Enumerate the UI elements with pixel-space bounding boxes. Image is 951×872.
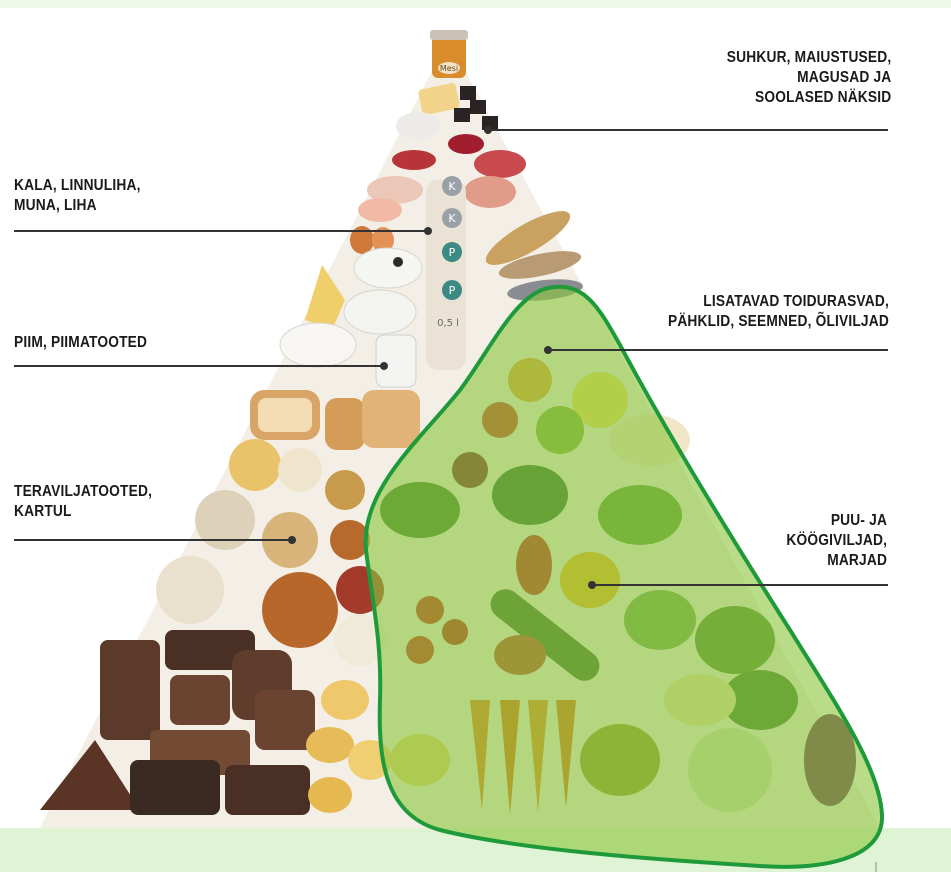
dairy-tier	[279, 247, 423, 388]
bottle-cap-3: P	[449, 246, 456, 259]
top-strip	[0, 0, 951, 8]
honey-jar-icon: Mesi	[430, 30, 468, 78]
bottle-cap-4: P	[449, 284, 456, 297]
protein-tier: K K P P 0,5 l	[350, 150, 583, 370]
leader-lines	[14, 129, 888, 586]
sweets-tier: Mesi	[396, 30, 498, 154]
label-sweets: SUHKUR, MAIUSTUSED, MAGUSAD JA SOOLASED …	[726, 49, 891, 106]
bottle-cap-2: K	[448, 212, 456, 225]
bottle-size-text: 0,5 l	[437, 318, 459, 329]
label-produce: PUU- JA KÖÖGIVILJAD, MARJAD	[786, 512, 887, 569]
bread-icon	[250, 390, 420, 450]
milk-bottle-icon: K K P P 0,5 l	[426, 176, 466, 370]
honey-jar-label: Mesi	[440, 64, 458, 73]
label-dairy: PIIM, PIIMATOOTED	[14, 334, 148, 351]
label-grains: TERAVILJATOOTED, KARTUL	[14, 483, 153, 520]
label-fats: LISATAVAD TOIDURASVAD, PÄHKLID, SEEMNED,…	[667, 293, 889, 330]
bottle-cap-1: K	[448, 180, 456, 193]
label-protein: KALA, LINNULIHA, MUNA, LIHA	[14, 177, 141, 214]
produce-highlight	[363, 284, 885, 869]
